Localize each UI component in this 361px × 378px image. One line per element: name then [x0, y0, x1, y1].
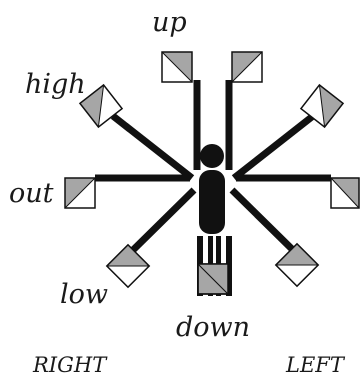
label-high: high — [25, 69, 86, 100]
figure-head — [200, 144, 224, 168]
arm-low-right-side — [130, 190, 194, 253]
label-out: out — [9, 178, 54, 209]
label-low: low — [60, 279, 108, 310]
flag-out-right — [65, 178, 95, 208]
flag-up-right — [162, 52, 192, 82]
label-down: down — [176, 312, 250, 343]
arm-low-left-side — [232, 190, 296, 253]
label-up: up — [152, 7, 187, 38]
label-left: LEFT — [285, 353, 346, 377]
arm-high-left-side — [234, 116, 313, 178]
flag-up-left — [232, 52, 262, 82]
figure-body — [199, 170, 225, 234]
arm-high-right-side — [113, 116, 192, 178]
flag-low-right — [107, 245, 149, 287]
flag-out-left — [331, 178, 359, 208]
flag-low-left — [276, 244, 318, 286]
label-right: RIGHT — [32, 353, 108, 377]
